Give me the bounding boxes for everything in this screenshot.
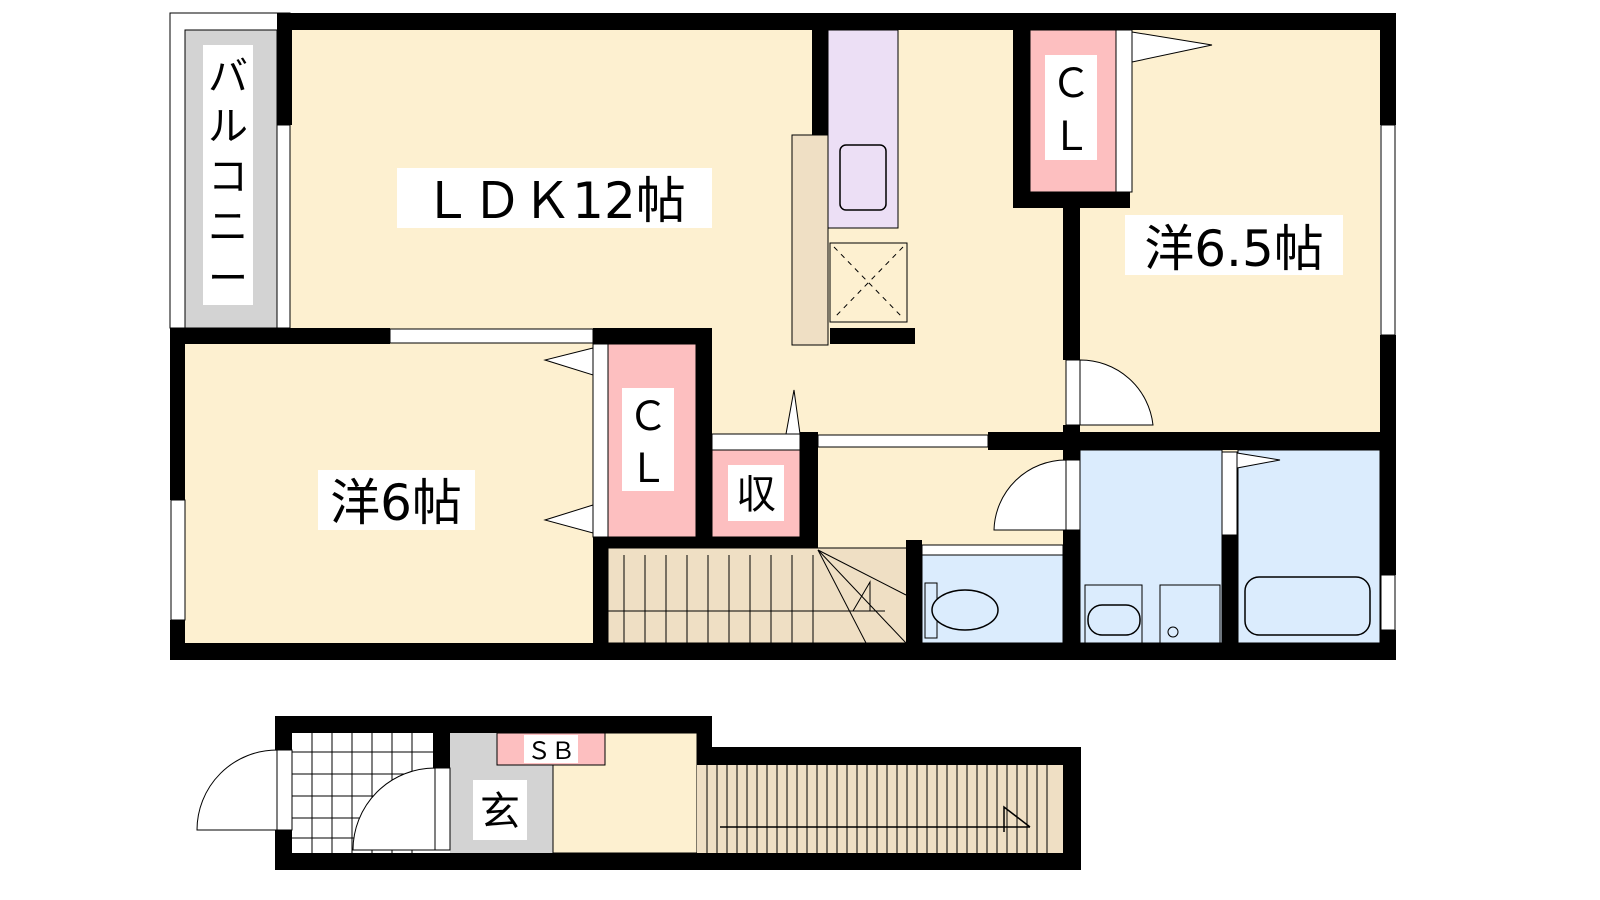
- kitchen-counter: [827, 29, 899, 229]
- balcony-char-4: ニ: [208, 204, 248, 250]
- western-room-large-label: 洋6.5帖: [1144, 220, 1324, 278]
- ldk-label-box: [397, 168, 712, 228]
- washroom: [1079, 449, 1223, 644]
- walls-upper: [170, 13, 1396, 660]
- kitchen-bar-counter: [791, 134, 829, 346]
- western-room-large-label-box: [1125, 215, 1343, 275]
- western-room-large-door[interactable]: [1065, 359, 1154, 426]
- front-door[interactable]: [196, 749, 293, 831]
- western-room-small-label-box: [318, 470, 475, 530]
- walls-lower: [275, 716, 1081, 870]
- closet-label-box: [1045, 55, 1097, 160]
- door-swing-icon: [543, 347, 594, 376]
- toilet-sliding-door: [921, 544, 1064, 556]
- lower-floor: ＳＢ 玄: [196, 716, 1081, 870]
- sink-icon: [839, 144, 887, 211]
- closet-left-door: [592, 343, 609, 538]
- door-swing-icon: [1236, 452, 1281, 469]
- shoe-box-label-box: [524, 735, 578, 763]
- bathtub-icon: [1244, 576, 1371, 636]
- shoe-box-label: ＳＢ: [527, 737, 575, 765]
- entrance-label: 玄: [480, 789, 520, 835]
- closet-left-label-c: Ｃ: [628, 394, 668, 440]
- ldk-label: ＬＤＫ12帖: [422, 172, 686, 230]
- window-east: [1380, 124, 1396, 336]
- upper-floor: バ ル コ ニ ー Ｃ Ｌ Ｃ Ｌ: [169, 12, 1396, 660]
- bathroom: [1237, 449, 1381, 644]
- ldk-sliding-door[interactable]: [817, 434, 989, 448]
- refrigerator-space-icon: [829, 242, 908, 323]
- balcony-char-3: コ: [208, 154, 248, 200]
- door-swing-icon: [785, 389, 801, 435]
- balcony-label-box: [203, 45, 253, 305]
- balcony-window: [276, 124, 291, 329]
- closet-door: [1115, 29, 1133, 193]
- window-south: [389, 328, 594, 344]
- door-swing-icon: [1131, 31, 1213, 63]
- window-west: [170, 499, 186, 621]
- balcony-char-2: ル: [208, 104, 248, 150]
- closet-right-label-l: Ｌ: [1051, 114, 1091, 160]
- window-bathroom: [1380, 574, 1396, 631]
- storage-label: 収: [736, 472, 776, 518]
- washbasin-icon: [1087, 604, 1141, 636]
- storage-door: [711, 433, 801, 451]
- toilet-icon: [924, 582, 999, 639]
- staircase-lower: [697, 765, 1063, 853]
- closet-left-label-l: Ｌ: [628, 446, 668, 492]
- entrance-label-box: [473, 780, 527, 840]
- storage-label-box: [728, 465, 784, 521]
- closet-right-label-c: Ｃ: [1051, 61, 1091, 107]
- balcony-char-1: バ: [208, 54, 248, 100]
- western-room-small-label: 洋6帖: [330, 474, 462, 532]
- inner-entrance-door[interactable]: [352, 767, 451, 851]
- bathroom-door: [1221, 451, 1238, 536]
- drain-icon: [1167, 626, 1179, 638]
- closet-label-box: [622, 388, 674, 491]
- staircase-upper: [607, 547, 909, 644]
- door-swing-icon: [543, 504, 594, 534]
- balcony-char-5: ー: [208, 256, 248, 302]
